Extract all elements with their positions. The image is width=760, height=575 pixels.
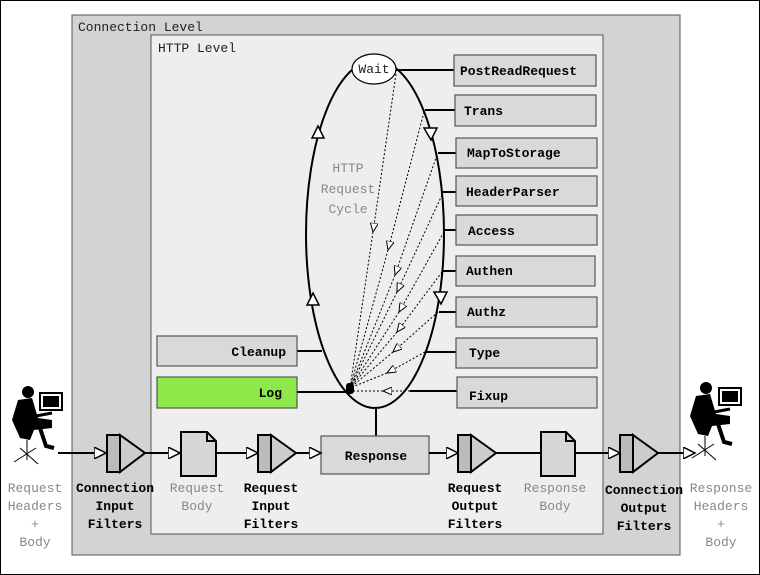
wait-node: Wait [351,53,397,85]
phase-maptostorage[interactable]: MapToStorage [455,137,598,169]
request-output-filter-icon [457,433,498,475]
phase-cleanup[interactable]: Cleanup [156,335,298,367]
phase-authz[interactable]: Authz [455,296,598,328]
cycle-direction-arrows [305,124,449,306]
svg-text:Filters: Filters [617,519,672,534]
svg-text:Connection: Connection [605,483,683,498]
cycle-label-1: HTTP [332,161,363,176]
svg-text:Filters: Filters [448,517,503,532]
dispatch-hub [346,383,354,394]
phase-headerparser[interactable]: HeaderParser [455,175,598,207]
phase-label: PostReadRequest [460,64,577,79]
svg-text:Body: Body [539,499,570,514]
phase-label: Authen [466,264,513,279]
phase-label: Log [259,386,283,401]
request-input-filter-icon [257,433,298,475]
svg-text:Headers: Headers [8,499,63,514]
svg-text:Request: Request [8,481,63,496]
svg-text:Connection: Connection [76,481,154,496]
svg-text:Output: Output [452,499,499,514]
connection-input-filter-icon [106,433,147,475]
phase-type[interactable]: Type [455,337,598,369]
svg-text:Output: Output [621,501,668,516]
svg-text:Input: Input [251,499,290,514]
phase-label: Trans [464,104,503,119]
svg-text:Request: Request [448,481,503,496]
phase-authen[interactable]: Authen [455,255,596,287]
phase-label: Access [468,224,515,239]
request-body-document-icon [180,431,217,477]
wait-label: Wait [358,62,389,77]
dispatch-lines [349,73,445,391]
http-level-label: HTTP Level [158,41,236,56]
svg-text:+: + [717,517,725,532]
phase-label: HeaderParser [466,185,560,200]
svg-text:Headers: Headers [694,499,749,514]
response-box[interactable]: Response [320,435,430,475]
svg-text:Body: Body [705,535,736,550]
connection-level-label: Connection Level [78,20,203,35]
connection-output-filter-icon [619,433,660,475]
svg-text:+: + [31,517,39,532]
cycle-label-3: Cycle [328,202,367,217]
svg-text:Body: Body [181,499,212,514]
phase-label: Fixup [469,389,508,404]
svg-text:Response: Response [690,481,752,496]
response-body-document-icon [540,431,576,477]
phase-label: MapToStorage [467,146,561,161]
phase-label: Type [469,346,500,361]
phase-access[interactable]: Access [455,214,598,246]
cycle-label-2: Request [321,182,376,197]
phase-trans[interactable]: Trans [454,94,597,127]
svg-text:Body: Body [19,535,50,550]
svg-text:Filters: Filters [244,517,299,532]
phase-fixup[interactable]: Fixup [456,376,598,409]
svg-text:Request: Request [244,481,299,496]
phase-label: Authz [467,305,506,320]
phase-postreadrequest[interactable]: PostReadRequest [453,54,597,87]
response-label: Response [345,449,408,464]
phase-log[interactable]: Log [156,376,298,409]
svg-text:Response: Response [524,481,586,496]
client-user-icon-right [690,382,742,461]
client-user-icon-left [12,386,63,465]
svg-text:Input: Input [95,499,134,514]
phase-label: Cleanup [231,345,286,360]
phase-connectors [297,69,457,436]
svg-text:Filters: Filters [88,517,143,532]
svg-text:Request: Request [170,481,225,496]
